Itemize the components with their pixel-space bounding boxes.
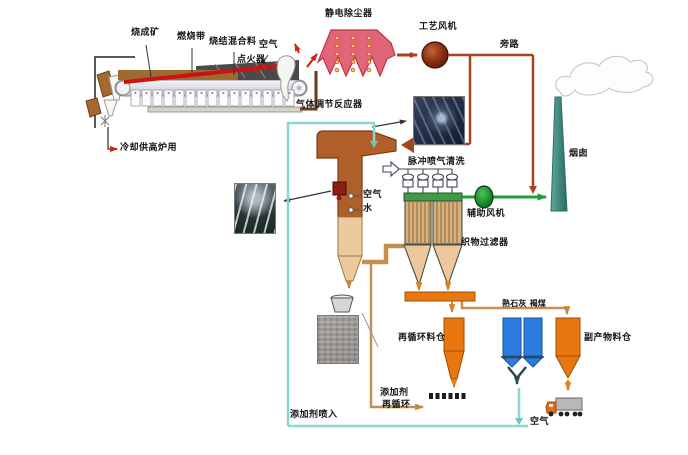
nozzle (332, 181, 347, 196)
smoke-plume (555, 55, 654, 97)
process-fan (421, 41, 449, 69)
label-additive-2: 再循环 (382, 400, 411, 410)
fabric-filter (403, 192, 476, 314)
label-byproduct-silo: 副产物料仓 (584, 333, 632, 343)
recycle-silo (429, 317, 468, 399)
igniter-hood (276, 55, 296, 102)
gas-conditioning-reactor (316, 130, 397, 313)
solids-pipes (362, 243, 571, 411)
windboxes (130, 89, 295, 107)
label-air-bottom: 空气 (530, 417, 550, 427)
label-sinter-mix: 烧结混合料 (209, 37, 257, 47)
truck (545, 397, 583, 417)
injection-arrowhead (370, 141, 378, 148)
label-air-duct: 空气 (363, 190, 383, 200)
label-water: 水 (363, 204, 373, 214)
byproduct-silo (555, 317, 581, 392)
label-sinter-ore: 烧成矿 (131, 28, 160, 38)
label-bypass: 旁路 (500, 40, 520, 50)
nozzle-photo-arrow (283, 190, 332, 203)
leader-line (361, 312, 379, 348)
label-additive-inject: 添加剂喷入 (290, 410, 338, 420)
sinter-machine (85, 43, 318, 152)
label-fabric-filter: 织物过滤器 (461, 238, 509, 248)
additive-silos (501, 317, 544, 385)
bypass-arrowhead (529, 186, 537, 194)
label-aux-fan: 辅助风机 (467, 209, 506, 219)
label-air-top: 空气 (259, 40, 279, 50)
pulse-jet-system (382, 160, 459, 193)
label-esp: 静电除尘器 (325, 9, 373, 19)
chimney (550, 55, 654, 212)
label-process-fan: 工艺风机 (419, 22, 458, 32)
spark-icon (100, 115, 110, 127)
recycled-dust-photo (317, 315, 359, 364)
auxiliary-fan (474, 185, 494, 209)
label-cooling-note: 冷却供高炉用 (120, 143, 178, 153)
label-lime-coal: 熟石灰 褐煤 (502, 299, 546, 308)
dust-conveyor (404, 291, 476, 302)
label-combustion-zone: 燃烧带 (177, 32, 206, 42)
label-recycle-silo: 再循环料仓 (398, 333, 446, 343)
label-reactor: 气体调节反应器 (296, 100, 363, 110)
silo-drop-arrowhead (515, 418, 523, 425)
label-pulse-jet: 脉冲喷气清洗 (408, 157, 466, 167)
label-additive-1: 添加剂 (380, 388, 409, 398)
spray-nozzle-photo (234, 183, 276, 234)
label-igniter: 点火器 (237, 55, 266, 65)
duct-inlet-connector (401, 137, 414, 153)
reactor-interior-photo (413, 96, 465, 145)
label-stack: 烟囱 (569, 149, 589, 159)
additive-air-lines (286, 121, 528, 428)
electrostatic-precipitator (316, 29, 396, 78)
reactor-photo-arrow (371, 119, 407, 128)
